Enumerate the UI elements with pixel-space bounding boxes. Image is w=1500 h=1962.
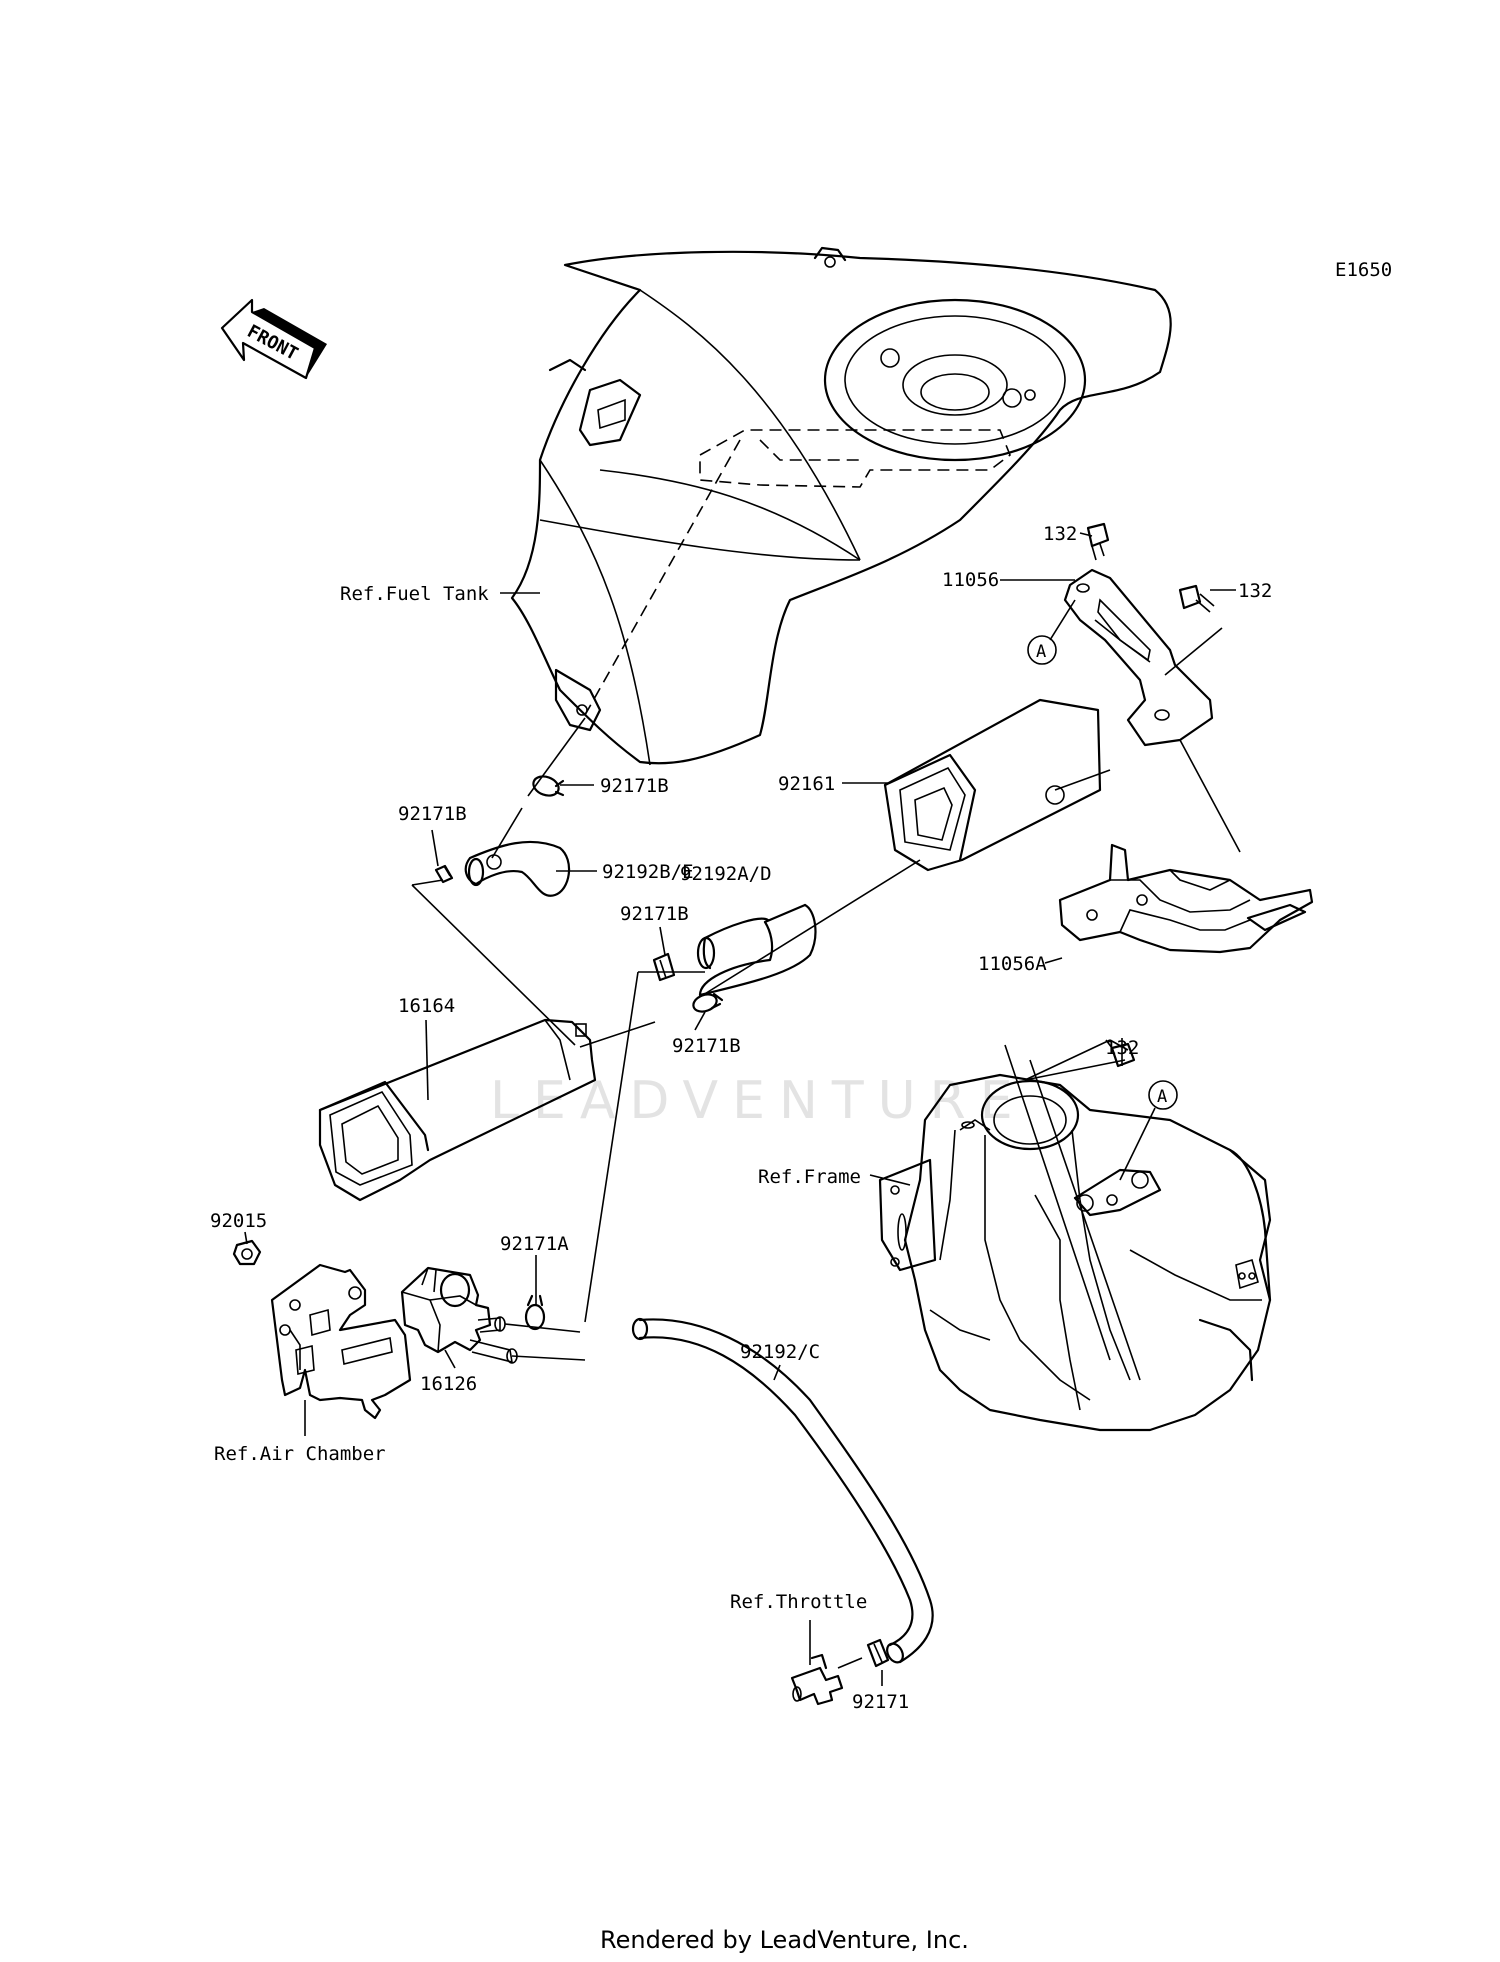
hose-92192B-E <box>464 840 571 897</box>
label-ref-air-chamber: Ref.Air Chamber <box>214 1443 386 1465</box>
label-16164: 16164 <box>398 995 455 1017</box>
label-132-right: 132 <box>1238 580 1272 602</box>
clamp-92171B-left <box>434 864 454 884</box>
label-ref-fuel-tank: Ref.Fuel Tank <box>340 583 489 605</box>
label-92171B-upper: 92171B <box>600 775 669 797</box>
clamp-92171B-lower <box>692 992 724 1013</box>
nut-92015 <box>232 1239 262 1266</box>
clamp-92171B-middle <box>652 952 676 982</box>
solenoid-valve-16126 <box>400 1266 518 1364</box>
label-92171: 92171 <box>852 1691 909 1713</box>
bolt-132-right <box>1178 584 1215 613</box>
clamp-92171 <box>866 1638 890 1668</box>
label-16126: 16126 <box>420 1373 477 1395</box>
frame <box>878 1073 1272 1432</box>
label-11056A: 11056A <box>978 953 1047 975</box>
clamp-92171A <box>504 1294 586 1361</box>
diagram-code: E1650 <box>1335 259 1392 281</box>
canister-16164 <box>318 1018 597 1202</box>
canister-92161 <box>883 698 1102 872</box>
label-92171A: 92171A <box>500 1233 569 1255</box>
throttle-fitting <box>790 1653 844 1706</box>
label-11056: 11056 <box>942 569 999 591</box>
clamp-92171B-upper <box>532 775 565 797</box>
label-92171B-left: 92171B <box>398 803 467 825</box>
bracket-11056A <box>1058 843 1314 954</box>
label-ref-frame: Ref.Frame <box>758 1166 861 1188</box>
label-92192A-D: 92192A/D <box>680 863 772 885</box>
label-92161: 92161 <box>778 773 835 795</box>
callout-a-bracket-letter: A <box>1036 642 1046 662</box>
label-ref-throttle: Ref.Throttle <box>730 1591 867 1613</box>
callout-a-bracket: A <box>1027 599 1076 665</box>
route-lines <box>411 439 1241 1669</box>
bracket-11056 <box>1063 568 1214 747</box>
label-92171B-middle: 92171B <box>620 903 689 925</box>
label-leaders <box>244 532 1236 1686</box>
callout-a-frame: A <box>1119 1080 1178 1181</box>
fuel-tank <box>510 246 1172 766</box>
footer-credit: Rendered by LeadVenture, Inc. <box>600 1926 969 1954</box>
label-132-bottom-visible: 132 <box>1105 1037 1139 1059</box>
hose-92192-C <box>631 1317 934 1664</box>
hose-92192A-D <box>696 903 817 997</box>
label-132-top: 132 <box>1043 523 1077 545</box>
label-92192B-E: 92192B/E <box>602 861 694 883</box>
air-chamber-bracket <box>270 1263 412 1420</box>
label-92171B-lower: 92171B <box>672 1035 741 1057</box>
bolt-132-top <box>1086 522 1110 561</box>
callout-a-frame-letter: A <box>1157 1087 1167 1107</box>
front-arrow-icon: FRONT <box>220 298 327 380</box>
label-92192-C: 92192/C <box>740 1341 820 1363</box>
watermark: LEADVENTURE <box>490 1071 1027 1131</box>
label-92015: 92015 <box>210 1210 267 1232</box>
